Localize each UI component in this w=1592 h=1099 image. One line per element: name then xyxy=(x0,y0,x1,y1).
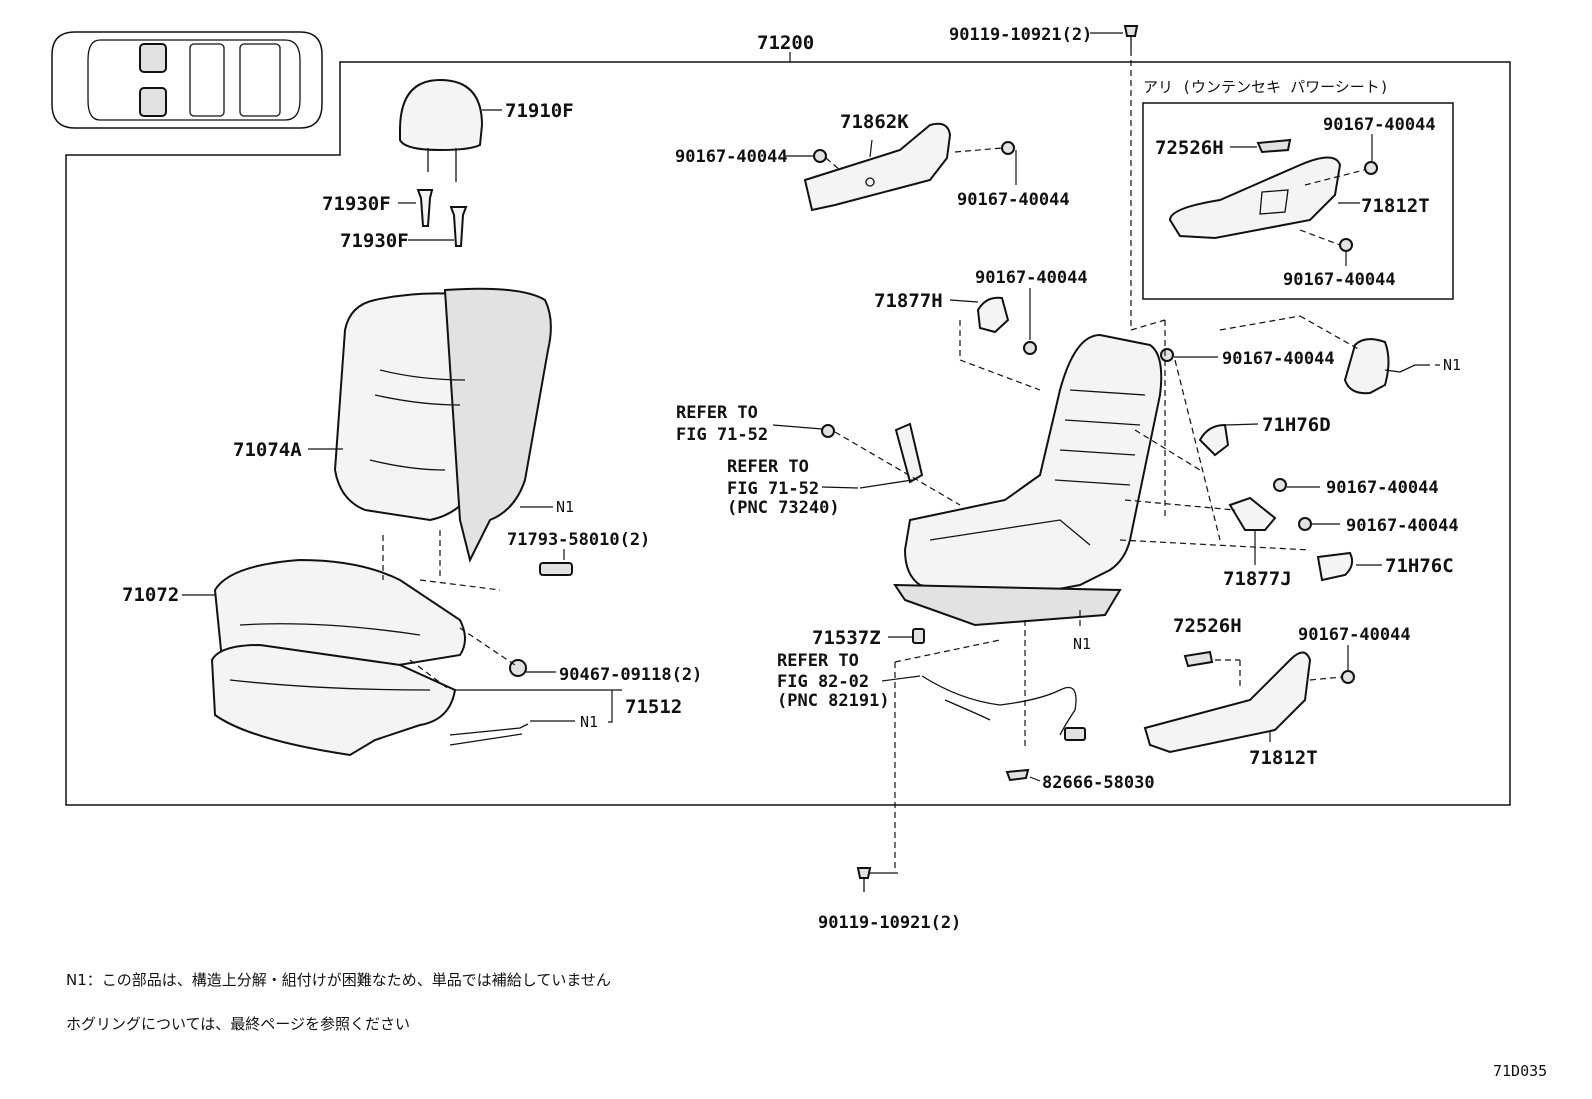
cap-71537Z-part xyxy=(888,628,925,644)
label-71930F-b: 71930F xyxy=(340,230,409,252)
label-71812T-b: 71812T xyxy=(1249,747,1318,769)
lever-part xyxy=(859,422,924,489)
cushion-pad-part xyxy=(210,643,622,757)
label-71930F-a: 71930F xyxy=(322,193,391,215)
assembly-number-label: 71200 xyxy=(757,32,814,54)
label-71812T-a: 71812T xyxy=(1361,195,1430,217)
airbag-module-part xyxy=(1343,338,1430,395)
bracket-71512 xyxy=(608,690,613,723)
bolt-label-b90167-d: 90167-40044 xyxy=(1323,115,1436,135)
assembly-frame xyxy=(65,61,1511,806)
seat-frame-part xyxy=(893,333,1163,627)
headrest-part xyxy=(399,78,502,182)
bolt-label-b90167-a: 90167-40044 xyxy=(675,147,788,167)
bolt-label-bottom: 90119-10921(2) xyxy=(818,913,961,933)
label-82666: 82666-58030 xyxy=(1042,773,1155,793)
label-72526H-a: 72526H xyxy=(1155,137,1224,159)
bolt-label-b90167-i: 90167-40044 xyxy=(1298,625,1411,645)
label-n1-c: N1 xyxy=(1073,635,1091,653)
power-seat-subframe xyxy=(1142,102,1454,300)
cover-71H76C-part xyxy=(1316,551,1382,582)
bolt-label-b90167-f: 90167-40044 xyxy=(1222,349,1335,369)
refer-text-1b: FIG 71-52 xyxy=(676,425,768,445)
heater-wire-part xyxy=(449,720,575,746)
recliner-cover-part xyxy=(803,122,952,212)
refer-text-3c: (PNC 82191) xyxy=(777,691,890,711)
bolt-label-b90167-h: 90167-40044 xyxy=(1346,516,1459,536)
label-71877J: 71877J xyxy=(1223,568,1292,590)
bolt-label-b90167-g: 90167-40044 xyxy=(1326,478,1439,498)
bolt-label-b90167-c: 90167-40044 xyxy=(975,268,1088,288)
label-71H76C: 71H76C xyxy=(1385,555,1454,577)
label-n1-d: N1 xyxy=(1443,356,1461,374)
seatback-cover-part xyxy=(308,287,553,563)
label-72526H-b: 72526H xyxy=(1173,615,1242,637)
label-71074A: 71074A xyxy=(233,439,302,461)
lower-side-cover-part xyxy=(1143,651,1312,754)
clip-part xyxy=(539,549,573,576)
label-71910F: 71910F xyxy=(505,100,574,122)
power-seat-note: アリ (ウンテンセキ パワーシート) xyxy=(1143,78,1389,96)
bolt-label-b90167-e: 90167-40044 xyxy=(1283,270,1396,290)
refer-text-3a: REFER TO xyxy=(777,651,859,671)
refer-text-2a: REFER TO xyxy=(727,457,809,477)
label-71537Z: 71537Z xyxy=(812,627,881,649)
bolt-label-top: 90119-10921(2) xyxy=(949,25,1092,45)
footnote-n1: N1：この部品は、構造上分解・組付けが困難なため、単品では補給していません xyxy=(66,971,611,989)
figure-code: 71D035 xyxy=(1493,1062,1547,1080)
label-n1-b: N1 xyxy=(580,713,598,731)
power-side-cover-part xyxy=(1168,156,1360,240)
leader-lines xyxy=(772,134,1440,670)
refer-text-1a: REFER TO xyxy=(676,403,758,423)
wire-harness-part xyxy=(881,675,1086,741)
switch-knob-part xyxy=(1230,138,1292,154)
bolt-icon-bottom xyxy=(856,867,898,892)
refer-text-2c: (PNC 73240) xyxy=(727,498,840,518)
label-n1-a: N1 xyxy=(556,498,574,516)
label-71793: 71793-58010(2) xyxy=(507,530,650,550)
cover-71877J-part xyxy=(1228,496,1277,565)
hog-ring-part xyxy=(509,659,556,677)
label-71H76D: 71H76D xyxy=(1262,414,1331,436)
refer-text-3b: FIG 82-02 xyxy=(777,672,869,692)
refer-text-2b: FIG 71-52 xyxy=(727,479,819,499)
vehicle-locator-icon xyxy=(51,31,323,129)
cover-71877H-part xyxy=(949,296,1010,334)
lower-switch-knob-part xyxy=(1183,650,1214,668)
footnote-hog-ring: ホグリングについては、最終ページを参照ください xyxy=(66,1015,410,1033)
cover-71H76D-part xyxy=(1198,423,1259,457)
bolt-label-b90167-b: 90167-40044 xyxy=(957,190,1070,210)
label-71877H: 71877H xyxy=(874,290,943,312)
label-71512: 71512 xyxy=(625,696,682,718)
label-90467: 90467-09118(2) xyxy=(559,665,702,685)
dashed-guides xyxy=(382,50,1365,870)
screw-icon xyxy=(813,141,1378,684)
clip-82666-part xyxy=(1005,768,1041,782)
label-71072: 71072 xyxy=(122,584,179,606)
headrest-support-part xyxy=(398,189,468,247)
label-71862K: 71862K xyxy=(840,111,909,133)
bolt-icon-top xyxy=(1090,25,1139,50)
